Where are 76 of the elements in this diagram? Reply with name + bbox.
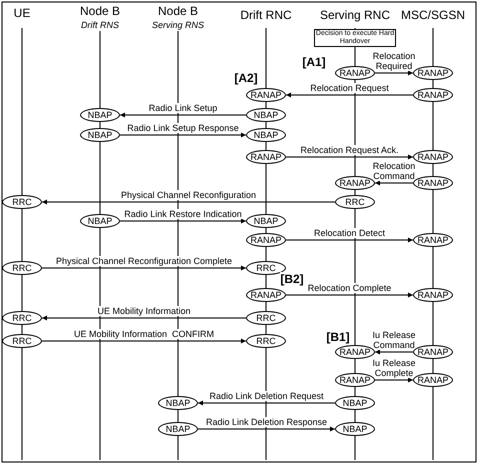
protocol-ellipse: RANAP xyxy=(413,373,453,387)
protocol-ellipse: NBAP xyxy=(335,396,375,410)
message-arrow xyxy=(42,316,246,320)
protocol-ellipse: RRC xyxy=(246,311,286,325)
protocol-ellipse: RANAP xyxy=(335,373,375,387)
protocol-ellipse: RRC xyxy=(335,195,375,209)
message-label: UE Mobility Information xyxy=(96,306,192,316)
protocol-ellipse: NBAP xyxy=(246,214,286,228)
protocol-ellipse: NBAP xyxy=(246,128,286,142)
lifeline-header: Node B xyxy=(158,4,198,18)
protocol-ellipse: RRC xyxy=(2,334,42,348)
protocol-ellipse: NBAP xyxy=(158,396,198,410)
message-label: Radio Link Deletion Response xyxy=(204,417,328,427)
message-arrow xyxy=(120,218,246,224)
protocol-ellipse: RANAP xyxy=(413,88,453,102)
message-label: Radio Link Setup xyxy=(148,103,218,113)
protocol-ellipse: RANAP xyxy=(413,288,453,302)
message-label: Relocation Request Ack. xyxy=(299,145,400,155)
step-marker: [B1] xyxy=(326,330,350,344)
lifeline-subtitle: Drift RNS xyxy=(81,20,119,31)
message-arrow xyxy=(374,350,414,354)
protocol-ellipse: RANAP xyxy=(246,88,286,102)
protocol-ellipse: RANAP xyxy=(335,345,375,359)
lifeline-header: Serving RNC xyxy=(320,8,390,22)
protocol-ellipse: RANAP xyxy=(246,288,286,302)
protocol-ellipse: RANAP xyxy=(335,176,375,190)
message-arrow xyxy=(198,400,336,406)
protocol-ellipse: RRC xyxy=(2,195,42,209)
protocol-ellipse: RRC xyxy=(246,261,286,275)
message-arrow xyxy=(286,92,414,98)
message-arrow xyxy=(120,132,246,138)
protocol-ellipse: NBAP xyxy=(80,108,120,122)
message-arrow xyxy=(286,154,414,160)
protocol-ellipse: RANAP xyxy=(413,150,453,164)
protocol-ellipse: RANAP xyxy=(413,233,453,247)
message-label: Relocation Detect xyxy=(312,228,386,238)
step-marker: [A2] xyxy=(234,71,258,85)
protocol-ellipse: RRC xyxy=(246,334,286,348)
protocol-ellipse: RANAP xyxy=(413,66,453,80)
lifeline-subtitle: Serving RNS xyxy=(152,20,204,31)
lifeline-header: UE xyxy=(14,6,30,20)
lifeline-header: Node B xyxy=(80,4,120,18)
step-marker: [A1] xyxy=(302,55,326,69)
message-arrow xyxy=(42,266,246,270)
protocol-ellipse: NBAP xyxy=(158,422,198,436)
message-arrow xyxy=(374,180,414,186)
message-label: Radio Link Setup Response xyxy=(126,123,240,133)
message-arrow xyxy=(120,112,246,118)
message-arrow xyxy=(42,200,336,204)
message-label: Radio Link Deletion Request xyxy=(208,391,325,401)
message-arrow xyxy=(286,292,414,298)
protocol-ellipse: RANAP xyxy=(246,233,286,247)
message-arrow xyxy=(374,70,414,76)
protocol-ellipse: RRC xyxy=(2,261,42,275)
protocol-ellipse: RRC xyxy=(2,311,42,325)
protocol-ellipse: RANAP xyxy=(413,345,453,359)
message-label: Relocation Request xyxy=(309,83,390,93)
protocol-ellipse: RANAP xyxy=(335,66,375,80)
message-arrow xyxy=(42,338,246,344)
protocol-ellipse: NBAP xyxy=(80,128,120,142)
protocol-ellipse: RANAP xyxy=(246,150,286,164)
protocol-ellipse: NBAP xyxy=(246,108,286,122)
message-arrow xyxy=(374,378,414,382)
message-label: Relocation Complete xyxy=(306,283,392,293)
message-arrow xyxy=(198,426,336,432)
lifeline-header: MSC/SGSN xyxy=(400,8,465,22)
message-label: Physical Channel Reconfiguration Complete xyxy=(54,256,234,266)
message-arrow xyxy=(286,238,414,242)
step-marker: [B2] xyxy=(280,272,304,286)
protocol-ellipse: NBAP xyxy=(80,214,120,228)
message-label: Radio Link Restore Indication xyxy=(123,209,243,219)
lifeline-header: Drift RNC xyxy=(240,8,292,22)
protocol-ellipse: NBAP xyxy=(335,422,375,436)
message-label: Physical Channel Reconfiguration xyxy=(120,190,258,200)
protocol-ellipse: RANAP xyxy=(413,176,453,190)
message-label: UE Mobility Information CONFIRM xyxy=(72,329,216,339)
